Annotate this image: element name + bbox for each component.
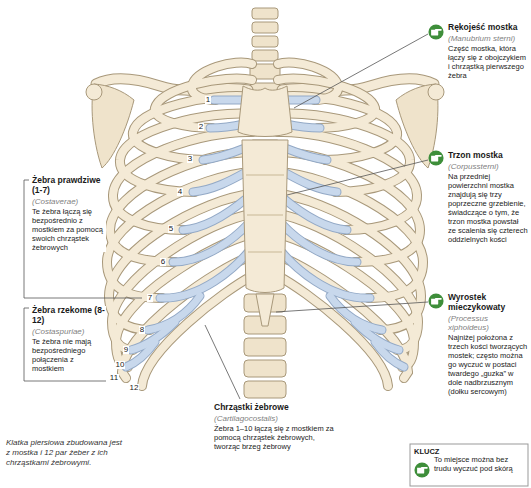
leader-lines xyxy=(24,180,142,298)
latin-name: (Costaverae) xyxy=(32,197,106,206)
latin-name: (Costaspuriae) xyxy=(32,327,106,336)
callout-number: 8 xyxy=(139,326,145,334)
left-ribs xyxy=(86,62,252,386)
callout-number: 5 xyxy=(168,225,174,233)
leader-lines xyxy=(24,34,428,399)
callout-number: 6 xyxy=(160,258,166,266)
callout-number: 11 xyxy=(109,374,119,382)
sternum xyxy=(242,140,288,293)
leader-lines xyxy=(205,325,240,399)
callout-body: Te żebra łączą się bezpośrednio z mostki… xyxy=(32,207,106,252)
spine xyxy=(252,8,278,19)
callout-body: Te żebra nie mają bezpośredniego połącze… xyxy=(32,337,106,373)
hand-icons xyxy=(428,150,443,165)
spine xyxy=(244,360,286,377)
callout-number: 4 xyxy=(177,188,183,196)
sternum xyxy=(256,294,274,326)
callout-body: Najniżej położona z trzech kości tworząc… xyxy=(448,333,528,396)
callout-number: 9 xyxy=(123,346,129,354)
spine xyxy=(252,36,278,47)
callout-number: 3 xyxy=(187,155,193,163)
key-frame xyxy=(410,444,528,486)
sternum xyxy=(238,86,292,137)
legend-text: To miejsce można bez trudu wyczuć pod sk… xyxy=(434,456,525,473)
callout-heading: Chrząstki żebrowe xyxy=(214,403,342,413)
callout-number: 2 xyxy=(198,123,204,131)
latin-name: (Corpussterni) xyxy=(448,162,528,171)
key-heading: KLUCZ xyxy=(414,448,439,456)
hand-icons xyxy=(428,24,443,39)
sternum xyxy=(238,86,292,326)
right-ribs xyxy=(278,62,444,386)
spine xyxy=(244,338,286,356)
callout-number: 7 xyxy=(147,294,153,302)
callout-heading: Żebra prawdziwe (1-7) xyxy=(32,176,106,196)
callout-number: 10 xyxy=(115,361,126,369)
callout-heading: Wyrostek mieczykowaty xyxy=(448,293,528,313)
latin-name: (Processus xiphoideus) xyxy=(448,314,528,332)
callout-heading: Rękojeść mostka xyxy=(448,23,528,33)
callout-body: Część mostka, która łączy się z obojczyk… xyxy=(448,44,528,80)
callout-body: Żebra 1–10 łączą się z mostkiem za pomoc… xyxy=(214,424,342,451)
callout-number: 1 xyxy=(205,96,211,104)
callout-body: Na przedniej powierzchni mostka znajdują… xyxy=(448,172,528,244)
leader-lines xyxy=(276,302,428,312)
latin-name: (Manubrium sterni) xyxy=(448,34,528,43)
latin-name: (Cartilagocostalis) xyxy=(214,414,342,423)
spine xyxy=(244,381,286,398)
spine xyxy=(252,50,278,61)
leader-lines xyxy=(287,160,428,195)
callout-heading: Żebra rzekome (8-12) xyxy=(32,306,106,326)
sternum xyxy=(246,175,284,252)
callout-number: 12 xyxy=(129,384,140,392)
caption: Klatka piersiowa zbudowana jest z mostka… xyxy=(6,438,128,468)
callout-heading: Trzon mostka xyxy=(448,151,528,161)
key-icon xyxy=(414,462,429,477)
leader-lines xyxy=(294,34,428,108)
hand-icons xyxy=(428,24,443,308)
hand-icons xyxy=(428,293,443,308)
spine xyxy=(252,22,278,33)
